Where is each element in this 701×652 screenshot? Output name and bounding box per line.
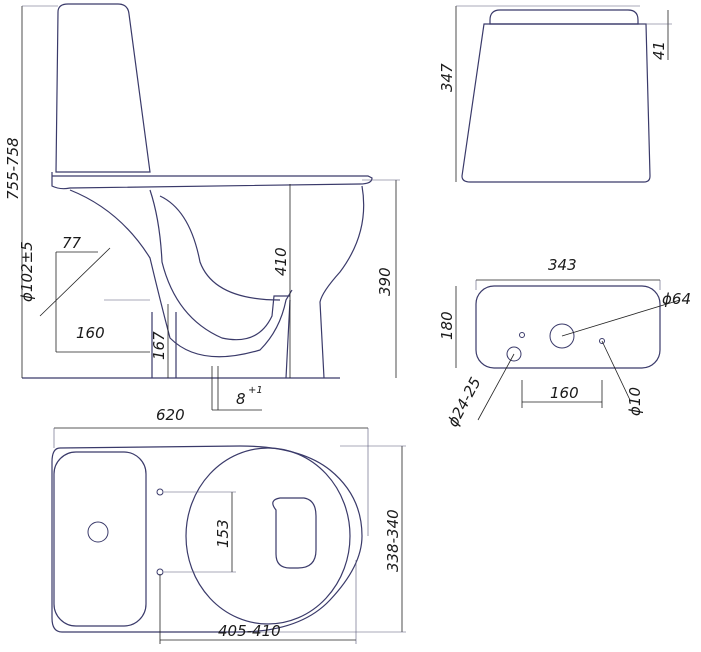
label-tank-depth: 180: [438, 311, 456, 340]
tank-front-outline: [489, 9, 639, 25]
side-view: 755-758 ϕ102±5 77 160 167 410 390 8 +1: [4, 3, 400, 411]
tank-side-outline: [55, 3, 151, 173]
label-hole-spacing: 160: [550, 384, 579, 402]
label-outlet-offset: 77: [62, 234, 82, 252]
label-height-total: 755-758: [4, 137, 22, 200]
label-rim-to-floor: 410: [272, 247, 290, 276]
mount-hole-left: [519, 332, 525, 338]
seat-hole-top: [156, 488, 164, 496]
tank-front-view: 347 41: [438, 5, 672, 183]
label-outlet-diameter: ϕ102±5: [18, 241, 36, 302]
label-button-diameter: ϕ64: [662, 290, 691, 308]
seat-outline: [185, 447, 351, 625]
trapway-outer: [149, 189, 290, 341]
label-hole-to-front: 405-410: [218, 622, 281, 640]
label-seat-holes: 153: [214, 519, 232, 548]
label-inlet-diameter: ϕ24-25: [444, 374, 485, 430]
label-flange: 8: [236, 390, 246, 408]
top-view: 620 338-340 153 405-410: [51, 406, 406, 644]
leader-button: [561, 299, 681, 337]
label-outlet-center: 160: [76, 324, 105, 342]
tank-front-body: [461, 23, 651, 183]
label-outlet-height: 167: [150, 331, 168, 360]
bowl-opening: [272, 497, 317, 569]
dim-outlet-diameter: [39, 247, 111, 317]
leader-hole: [601, 340, 631, 401]
label-lid: 41: [650, 41, 668, 60]
outlet-base: [151, 299, 291, 379]
trapway-inner: [69, 189, 293, 358]
bowl-rim: [51, 172, 373, 190]
label-bowl-height: 390: [376, 267, 394, 296]
tank-top-seen: [53, 451, 147, 627]
label-flange-tolerance: +1: [248, 385, 263, 396]
label-tank-width: 343: [548, 256, 577, 274]
bowl-outer-profile: [319, 185, 365, 379]
label-hole-diameter: ϕ10: [626, 387, 644, 416]
label-width: 338-340: [384, 509, 402, 572]
bowl-well: [159, 195, 281, 301]
leader-inlet: [477, 353, 515, 421]
label-length: 620: [156, 406, 185, 424]
toilet-top-outline: [51, 445, 363, 633]
label-tank-height: 347: [438, 63, 456, 92]
tank-top-outline: [475, 285, 661, 369]
tank-top-view: 343 180 ϕ64 ϕ24-25 160 ϕ10: [438, 256, 691, 430]
tank-button-top: [87, 521, 109, 543]
